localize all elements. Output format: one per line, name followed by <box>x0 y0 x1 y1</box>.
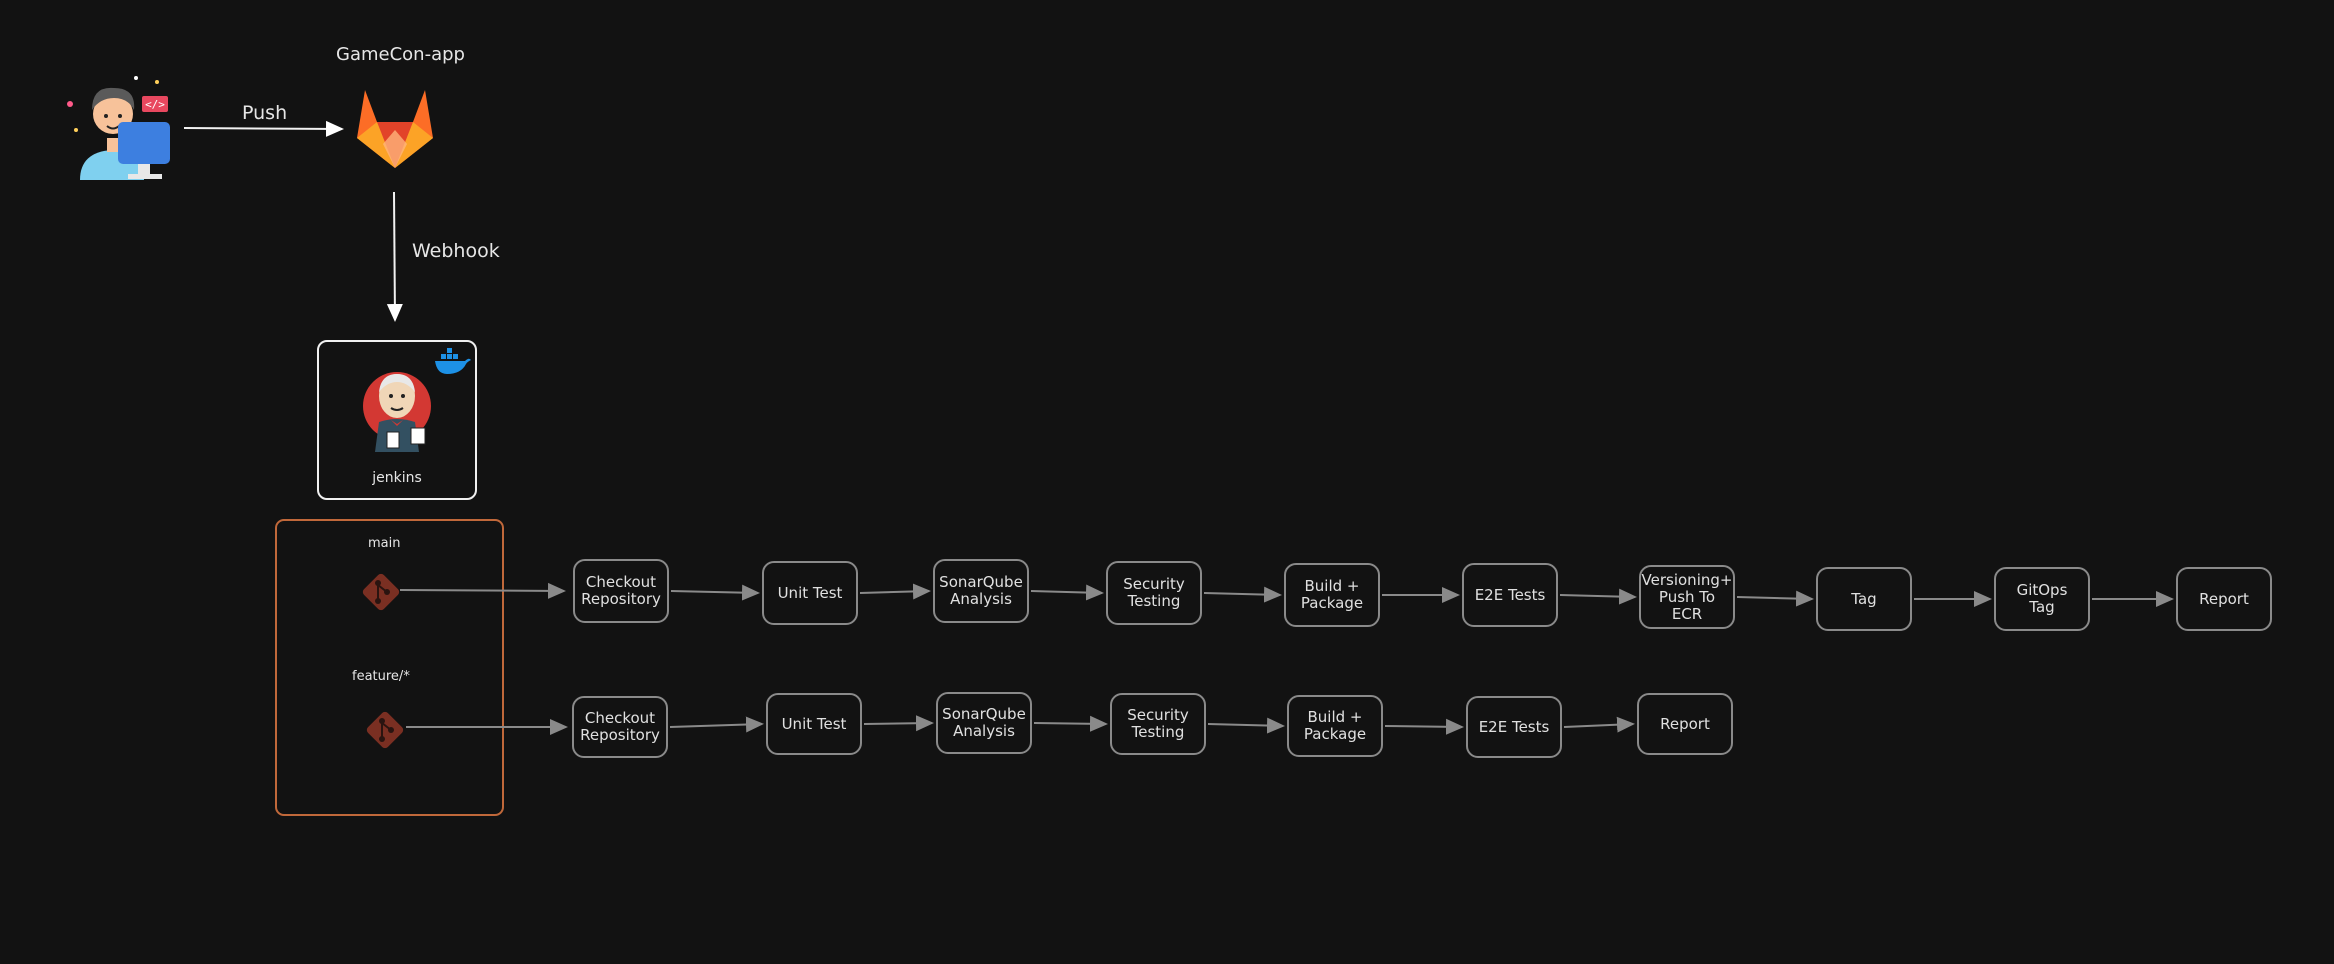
main-stage-arrow <box>1559 588 1637 605</box>
main-stage-build-package[interactable]: Build + Package <box>1284 563 1380 627</box>
git-branch-icon <box>362 707 408 757</box>
main-stage-versioning-push-to-ecr[interactable]: Versioning+ Push To ECR <box>1639 565 1735 629</box>
feature-stage-e2e-tests[interactable]: E2E Tests <box>1466 696 1562 758</box>
main-stage-arrow <box>1203 586 1282 603</box>
main-stage-arrow <box>859 583 931 600</box>
main-stage-e2e-tests[interactable]: E2E Tests <box>1462 563 1558 627</box>
main-stage-gitops-tag[interactable]: GitOps Tag <box>1994 567 2090 631</box>
branch-frame <box>275 519 504 816</box>
feature-stage-arrow <box>1384 718 1464 735</box>
branch-main-label: main <box>368 536 401 551</box>
main-branch-arrow <box>399 582 566 599</box>
main-stage-arrow <box>670 584 760 601</box>
feature-stage-arrow <box>669 716 764 733</box>
main-stage-arrow <box>1030 584 1104 601</box>
branch-feature-label: feature/* <box>352 669 410 684</box>
jenkins-card[interactable]: jenkins <box>317 340 477 500</box>
feature-stage-build-package[interactable]: Build + Package <box>1287 695 1383 757</box>
feature-stage-arrow <box>863 715 934 732</box>
main-stage-unit-test[interactable]: Unit Test <box>762 561 858 625</box>
feature-stage-report[interactable]: Report <box>1637 693 1733 755</box>
svg-text:</>: </> <box>145 98 165 111</box>
webhook-arrow <box>386 191 403 322</box>
main-stage-security-testing[interactable]: Security Testing <box>1106 561 1202 625</box>
developer-icon: </> <box>62 70 174 182</box>
feature-stage-sonarqube-analysis[interactable]: SonarQube Analysis <box>936 692 1032 754</box>
main-stage-checkout-repository[interactable]: Checkout Repository <box>573 559 669 623</box>
feature-stage-arrow <box>1033 715 1108 732</box>
push-label: Push <box>242 102 288 124</box>
gitlab-icon[interactable] <box>353 86 437 170</box>
feature-stage-arrow <box>1563 716 1635 733</box>
docker-icon <box>433 346 471 380</box>
push-arrow <box>183 120 344 137</box>
repo-name: GameCon-app <box>336 44 465 65</box>
webhook-label: Webhook <box>412 240 500 262</box>
main-stage-arrow <box>1736 590 1814 607</box>
feature-stage-security-testing[interactable]: Security Testing <box>1110 693 1206 755</box>
feature-stage-checkout-repository[interactable]: Checkout Repository <box>572 696 668 758</box>
git-branch-icon <box>358 569 404 619</box>
main-stage-sonarqube-analysis[interactable]: SonarQube Analysis <box>933 559 1029 623</box>
feature-stage-unit-test[interactable]: Unit Test <box>766 693 862 755</box>
feature-stage-arrow <box>1207 717 1285 734</box>
main-stage-tag[interactable]: Tag <box>1816 567 1912 631</box>
main-stage-report[interactable]: Report <box>2176 567 2272 631</box>
jenkins-label: jenkins <box>372 470 422 486</box>
jenkins-icon <box>361 362 437 456</box>
